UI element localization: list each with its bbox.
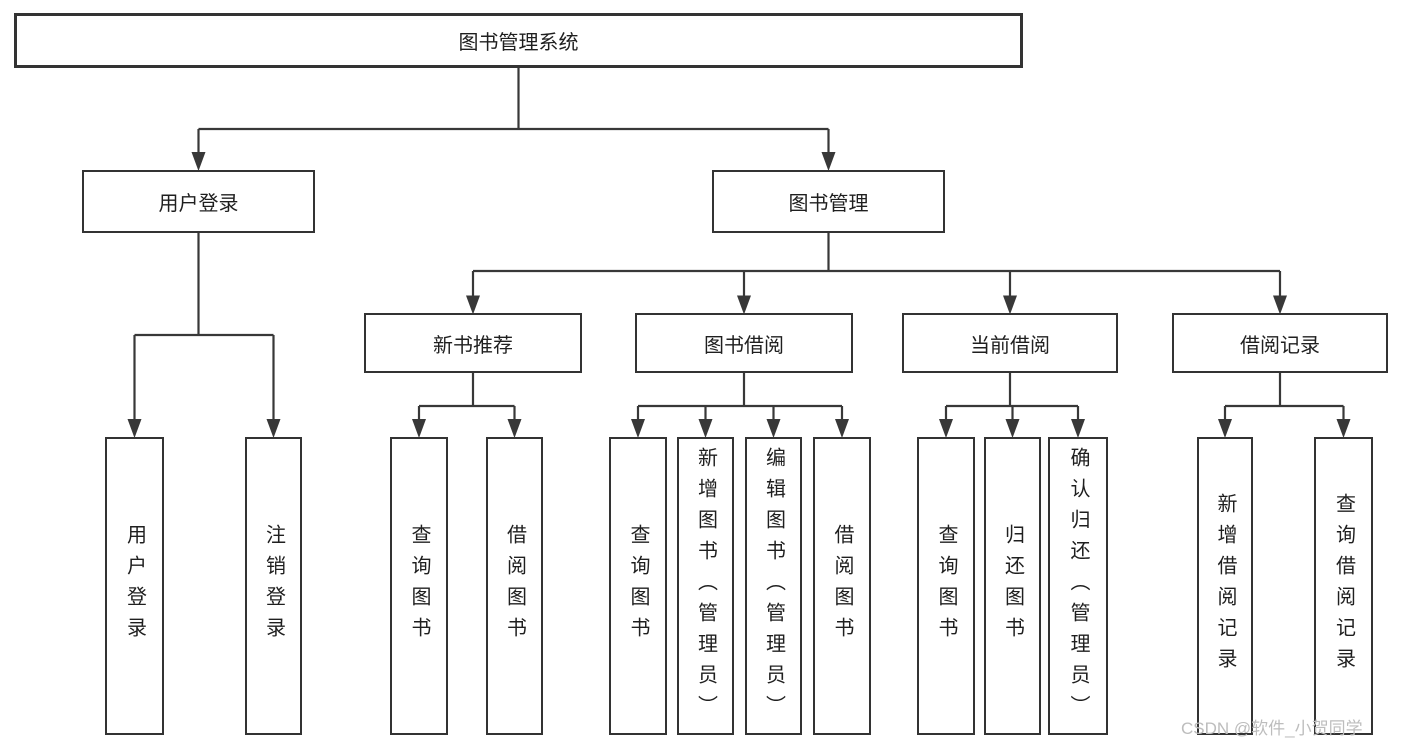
leaf-borrow-book-borrow-label: 借阅图书 [831, 524, 853, 648]
node-new-book-recommend: 新书推荐 [364, 313, 582, 373]
leaf-borrow-book-borrow: 借阅图书 [813, 437, 871, 735]
leaf-logout-login-label: 注销登录 [262, 524, 285, 648]
node-current-borrow: 当前借阅 [902, 313, 1118, 373]
leaf-edit-book-admin: 编辑图书（管理员） [745, 437, 802, 735]
leaf-borrow-book-recommend: 借阅图书 [486, 437, 543, 735]
node-borrow-record: 借阅记录 [1172, 313, 1388, 373]
leaf-query-book-borrow: 查询图书 [609, 437, 667, 735]
leaf-query-book-recommend: 查询图书 [390, 437, 448, 735]
leaf-confirm-return-admin-label: 确认归还（管理员） [1067, 446, 1089, 726]
leaf-add-borrow-record-label: 新增借阅记录 [1214, 493, 1236, 679]
leaf-confirm-return-admin: 确认归还（管理员） [1048, 437, 1108, 735]
leaf-query-book-current-label: 查询图书 [935, 524, 957, 648]
leaf-add-book-admin: 新增图书（管理员） [677, 437, 734, 735]
leaf-user-login: 用户登录 [105, 437, 164, 735]
leaf-return-book-label: 归还图书 [1001, 524, 1024, 648]
leaf-add-borrow-record: 新增借阅记录 [1197, 437, 1253, 735]
connector-lines [133, 68, 1345, 424]
leaf-logout-login: 注销登录 [245, 437, 302, 735]
leaf-query-book-recommend-label: 查询图书 [408, 524, 430, 648]
node-book-management: 图书管理 [712, 170, 945, 233]
leaf-edit-book-admin-label: 编辑图书（管理员） [762, 446, 785, 726]
leaf-query-book-current: 查询图书 [917, 437, 975, 735]
leaf-query-book-borrow-label: 查询图书 [627, 524, 649, 648]
node-user-login: 用户登录 [82, 170, 315, 233]
node-book-borrow: 图书借阅 [635, 313, 853, 373]
csdn-watermark: CSDN @软件_小贺同学 [1181, 719, 1363, 738]
leaf-user-login-label: 用户登录 [123, 524, 146, 648]
leaf-query-borrow-record-label: 查询借阅记录 [1332, 493, 1355, 679]
node-root: 图书管理系统 [14, 13, 1023, 68]
leaf-return-book: 归还图书 [984, 437, 1041, 735]
leaf-borrow-book-recommend-label: 借阅图书 [503, 524, 526, 648]
leaf-add-book-admin-label: 新增图书（管理员） [694, 446, 717, 726]
leaf-query-borrow-record: 查询借阅记录 [1314, 437, 1373, 735]
